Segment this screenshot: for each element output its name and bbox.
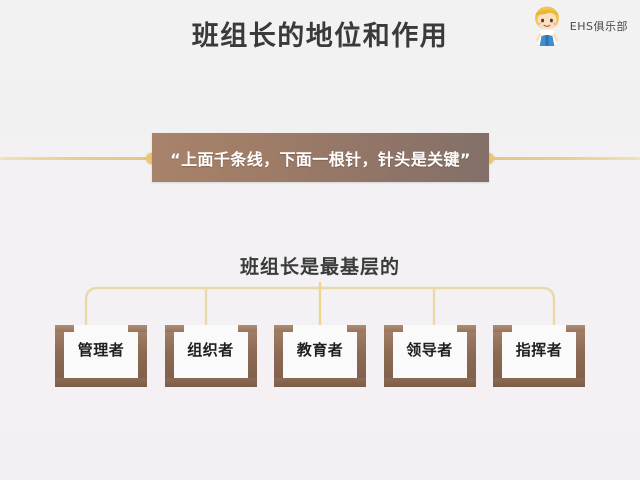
role-box[interactable]: 管理者 (55, 325, 147, 387)
role-box-top-tab-right (128, 325, 147, 332)
role-box-right-rail (466, 325, 476, 387)
role-box-right-rail (247, 325, 257, 387)
role-box-top-tab-right (347, 325, 366, 332)
quote-banner-text: “上面千条线，下面一根针，针头是关键” (170, 149, 471, 169)
role-box-label: 教育者 (296, 341, 344, 359)
role-box-left-rail (383, 325, 393, 387)
role-box-top-tab-right (237, 325, 257, 332)
role-box-top-tab-right (566, 325, 585, 332)
role-box-bottom-rail (55, 378, 147, 387)
role-box-right-rail (576, 325, 585, 387)
role-box-row: 管理者 组织者 教育者 领导者 (55, 325, 585, 389)
role-box-face (283, 325, 357, 378)
role-box-left-rail (164, 325, 174, 387)
role-box-left-rail (274, 325, 283, 387)
role-box-label: 管理者 (77, 341, 125, 359)
role-box-top-tab-right (456, 325, 476, 332)
role-box-top-tab-left (274, 325, 293, 332)
page-title: 班组长的地位和作用 (191, 21, 449, 52)
role-box-label: 组织者 (187, 341, 234, 359)
role-box-face (173, 325, 248, 378)
role-box-label: 指挥者 (515, 341, 563, 359)
role-box-top-tab-left (55, 325, 74, 332)
role-box-face (64, 325, 138, 378)
gold-rule-left (0, 157, 152, 160)
cartoon-person-avatar-icon (529, 5, 565, 47)
slide-header: 班组长的地位和作用 EHS (0, 0, 640, 76)
section-subtitle: 班组长是最基层的 (239, 256, 400, 278)
role-box-bottom-rail (493, 378, 585, 387)
role-box-bottom-rail (164, 378, 257, 387)
role-box-label: 领导者 (406, 341, 453, 359)
role-box-bottom-rail (383, 378, 476, 387)
gold-rule-dot-left (146, 153, 157, 164)
role-box[interactable]: 教育者 (274, 325, 366, 387)
role-box-top-tab-left (493, 325, 512, 332)
role-box-top-tab-left (383, 325, 403, 332)
brand-logo: EHS俱乐部 (529, 4, 628, 48)
quote-banner: “上面千条线，下面一根针，针头是关键” (152, 133, 489, 182)
role-box[interactable]: 指挥者 (493, 325, 585, 387)
role-box-top-tab-left (164, 325, 184, 332)
role-box-left-rail (493, 325, 502, 387)
gold-rule-right (488, 157, 640, 160)
brand-name: EHS俱乐部 (569, 20, 628, 33)
role-box-left-rail (55, 325, 64, 387)
role-box-face (392, 325, 467, 378)
role-box[interactable]: 领导者 (383, 325, 476, 387)
role-box-right-rail (357, 325, 366, 387)
role-box-face (502, 325, 576, 378)
role-box-bottom-rail (274, 378, 366, 387)
bracket-connector (80, 280, 560, 330)
role-box[interactable]: 组织者 (164, 325, 257, 387)
role-box-right-rail (138, 325, 147, 387)
